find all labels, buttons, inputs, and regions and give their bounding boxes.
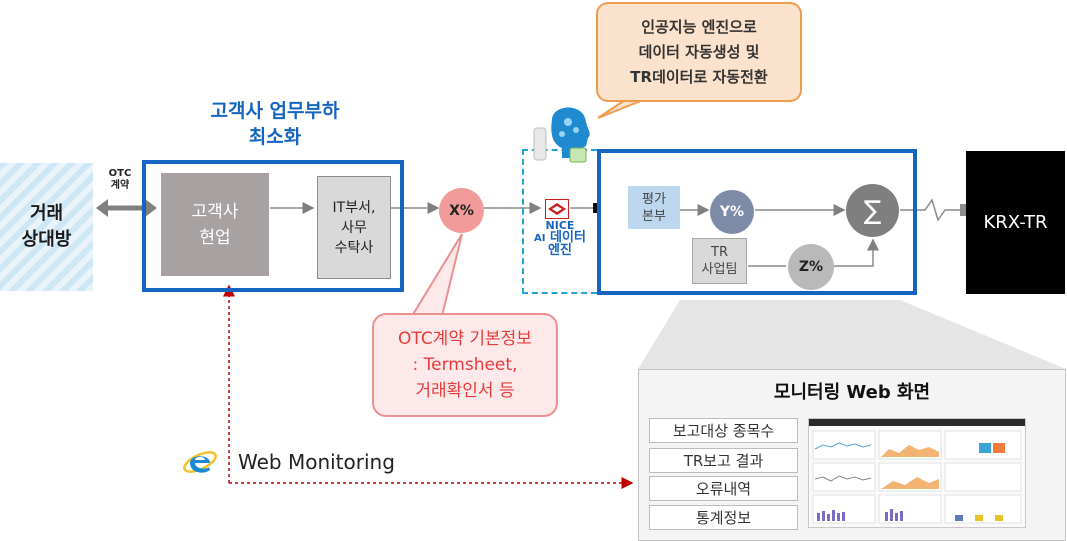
it-dept-line3: 수탁사 [334, 239, 374, 256]
goal-line1: 고객사 업무부하 [210, 100, 340, 122]
otc-info-bubble: OTC계약 기본정보 : Termsheet, 거래확인서 등 [372, 313, 558, 417]
monitor-title: 모니터링 Web 화면 [773, 382, 931, 403]
dashboard-screenshot [808, 418, 1026, 528]
tr-team-line2: 사업팀 [701, 262, 738, 277]
client-sales-line1: 고객사 [191, 201, 239, 222]
client-sales-line2: 현업 [199, 227, 231, 248]
z-percent-node: Z% [788, 244, 834, 290]
web-monitoring-label[interactable]: Web Monitoring [238, 450, 395, 474]
counterparty-line1: 거래 [29, 203, 64, 224]
nice-logo-icon [545, 199, 569, 219]
monitor-menu-errors[interactable]: 오류내역 [649, 476, 798, 501]
otc-bubble-line2: : Termsheet, [412, 355, 518, 375]
goal-label: 고객사 업무부하 최소화 [160, 98, 390, 150]
ai-engine-dashed-frame [522, 149, 597, 294]
dashboard-thumbnail-graphic [809, 419, 1025, 524]
tr-team-line1: TR [711, 245, 728, 260]
otc-bubble-pointer [410, 233, 463, 317]
ai-bubble-line2: 데이터 자동생성 및 [638, 42, 760, 61]
ai-bubble-line1: 인공지능 엔진으로 [641, 17, 757, 36]
x-percent-node: X% [439, 188, 484, 233]
nice-ai-engine-label: NICE AI 데이터 엔진 [528, 219, 592, 258]
counterparty-line2: 상대방 [21, 229, 72, 250]
monitor-menu-statistics[interactable]: 통계정보 [649, 505, 798, 530]
engine-frame [597, 149, 917, 295]
otc-tag-line2: 계약 [110, 180, 130, 191]
tr-team-box: TR 사업팀 [692, 238, 747, 284]
ai-bubble-line3: TR데이터로 자동전환 [630, 67, 768, 86]
monitor-callout [638, 300, 1066, 369]
krx-port [960, 204, 968, 216]
sigma-node: ∑ [846, 184, 899, 237]
monitor-menu-tr-result[interactable]: TR보고 결과 [649, 448, 798, 473]
nice-line2: 엔진 [548, 243, 572, 258]
goal-line2: 최소화 [248, 126, 302, 148]
nice-prefix: AI [534, 233, 546, 244]
y-percent-node: Y% [710, 190, 754, 234]
eval-dept-line2: 본부 [642, 208, 666, 224]
client-frame [142, 160, 404, 292]
monitor-menu-report-count[interactable]: 보고대상 종목수 [649, 418, 798, 443]
it-dept-line1: IT부서, [332, 199, 376, 216]
otc-tag-line1: OTC [108, 168, 132, 179]
nice-top: NICE [545, 219, 575, 232]
otc-double-arrow [96, 199, 157, 217]
it-dept-line2: 사무 [341, 219, 367, 236]
sigma-to-krx-link [900, 198, 963, 222]
krx-tr-box: KRX-TR [966, 151, 1065, 294]
internet-explorer-icon [183, 451, 217, 473]
eval-dept-line1: 평가 [642, 191, 666, 207]
nice-line1: 데이터 [550, 230, 586, 245]
otc-bubble-line3: 거래확인서 등 [415, 381, 515, 401]
ai-head-icon [533, 107, 590, 163]
otc-contract-tag: OTC 계약 [103, 168, 137, 192]
otc-bubble-line1: OTC계약 기본정보 [398, 329, 532, 349]
arrow-z-to-sigma [834, 238, 879, 267]
